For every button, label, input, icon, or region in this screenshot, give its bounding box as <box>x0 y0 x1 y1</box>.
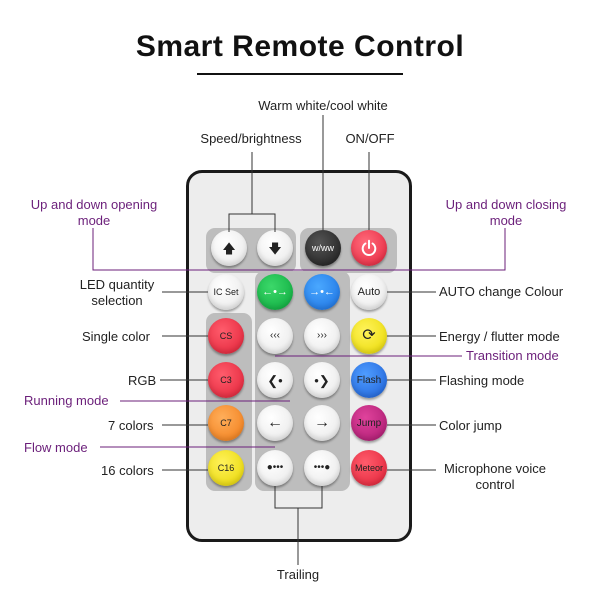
label-running: Running mode <box>24 393 109 408</box>
label-color-jump: Color jump <box>439 418 502 433</box>
c16-label: C16 <box>217 463 235 473</box>
warm-cool-label: w/ww <box>312 243 334 253</box>
jump-button[interactable]: Jump <box>351 405 387 441</box>
label-auto-change: AUTO change Colour <box>439 284 564 299</box>
warm-cool-white-button[interactable]: w/ww <box>305 230 341 266</box>
converge-arrows-icon: →•← <box>309 285 335 298</box>
label-rgb: RGB <box>128 373 157 388</box>
meteor-button[interactable]: Meteor <box>351 450 387 486</box>
transition-left-button[interactable]: ‹‹‹ <box>257 318 293 354</box>
flow-left-button[interactable]: ← <box>257 405 293 441</box>
power-icon <box>361 239 377 256</box>
title-underline <box>197 73 403 75</box>
trailing-left-button[interactable]: ●••• <box>257 450 293 486</box>
label-warm-white: Warm white/cool white <box>258 98 388 113</box>
flow-right-button[interactable]: → <box>304 405 340 441</box>
arrow-up-icon: 🡅 <box>222 240 236 256</box>
speed-bracket <box>228 213 276 232</box>
auto-button[interactable]: Auto <box>351 274 387 310</box>
down-button[interactable]: 🡇 <box>257 230 293 266</box>
label-transition: Transition mode <box>466 348 559 363</box>
opening-line <box>92 228 506 271</box>
running-left-button[interactable]: ❮• <box>257 362 293 398</box>
c16-button[interactable]: C16 <box>208 450 244 486</box>
cs-button[interactable]: CS <box>208 318 244 354</box>
dotted-chevron-left-icon: ❮• <box>267 372 283 388</box>
led-quantity-plus-button[interactable]: ←•→ <box>257 274 293 310</box>
auto-label: Auto <box>357 286 381 298</box>
trail-right-icon: •••● <box>313 462 331 473</box>
triple-chevron-left-icon: ‹‹‹ <box>270 330 280 341</box>
meteor-label: Meteor <box>354 463 383 473</box>
label-led-quantity: LED quantity selection <box>79 277 155 308</box>
c3-button[interactable]: C3 <box>208 362 244 398</box>
trail-left-icon: ●••• <box>266 462 284 473</box>
c7-label: C7 <box>220 418 232 428</box>
dotted-chevron-right-icon: •❯ <box>314 372 330 388</box>
arrow-down-icon: 🡇 <box>268 240 282 256</box>
trailing-right-button[interactable]: •••● <box>304 450 340 486</box>
label-single-color: Single color <box>82 329 150 344</box>
label-up-down-closing: Up and down closing mode <box>445 197 567 228</box>
c3-label: C3 <box>220 375 232 385</box>
c7-button[interactable]: C7 <box>208 405 244 441</box>
triple-chevron-right-icon: ››› <box>317 330 327 341</box>
arrow-right-icon: → <box>314 414 330 431</box>
flash-button[interactable]: Flash <box>351 362 387 398</box>
jump-label: Jump <box>356 417 382 429</box>
label-trailing: Trailing <box>276 567 320 582</box>
cycle-icon: ⟳ <box>362 327 376 344</box>
cs-label: CS <box>219 331 233 341</box>
trailing-bracket <box>274 486 323 509</box>
label-flashing: Flashing mode <box>439 373 525 388</box>
transition-right-button[interactable]: ››› <box>304 318 340 354</box>
label-flow: Flow mode <box>24 440 88 455</box>
label-up-down-opening: Up and down opening mode <box>30 197 158 228</box>
led-quantity-minus-button[interactable]: →•← <box>304 274 340 310</box>
power-button[interactable] <box>351 230 387 266</box>
running-right-button[interactable]: •❯ <box>304 362 340 398</box>
energy-button[interactable]: ⟳ <box>351 318 387 354</box>
label-microphone: Microphone voice control <box>444 461 546 492</box>
label-sixteen-colors: 16 colors <box>101 463 154 478</box>
spread-arrows-icon: ←•→ <box>262 285 288 298</box>
page-title: Smart Remote Control <box>135 30 465 63</box>
arrow-left-icon: ← <box>267 414 283 431</box>
up-button[interactable]: 🡅 <box>211 230 247 266</box>
flash-label: Flash <box>356 374 382 386</box>
label-speed: Speed/brightness <box>200 131 302 146</box>
ic-set-label: IC Set <box>213 287 239 297</box>
label-onoff: ON/OFF <box>345 131 395 146</box>
ic-set-button[interactable]: IC Set <box>208 274 244 310</box>
label-energy: Energy / flutter mode <box>439 329 560 344</box>
label-seven-colors: 7 colors <box>108 418 154 433</box>
